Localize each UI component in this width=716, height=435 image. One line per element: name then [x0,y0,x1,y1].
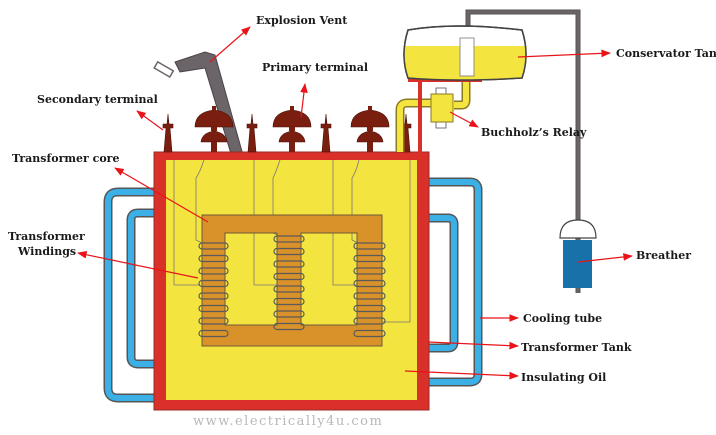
winding-turn [273,247,305,256]
cooling-tubes-right [428,177,483,387]
winding-turn [273,260,305,268]
label-explosion-vent: Explosion Vent [256,14,348,27]
winding-turn [198,267,229,275]
secondary-terminal-icon [246,113,258,153]
winding-turn [353,267,386,275]
label-insulating-oil: Insulating Oil [521,371,606,384]
winding-turn [198,317,229,325]
label-conservator-tank: Conservator Tank [616,47,716,60]
secondary-terminal-icon [320,113,332,153]
secondary-terminal-icon [162,113,174,153]
label-breather: Breather [636,249,691,262]
label-cooling-tube: Cooling tube [523,312,602,325]
winding-turn [353,317,386,325]
label-transformer-tank: Transformer Tank [521,341,632,354]
label-secondary-terminal: Secondary terminal [37,93,158,106]
label-transformer-windings-2: Windings [17,245,76,258]
winding-turn [353,279,386,288]
winding-turn [198,279,229,288]
terminals [162,106,412,153]
winding-turn [198,242,229,250]
cooling-tubes-left [103,187,155,403]
label-transformer-core: Transformer core [12,152,119,165]
winding-turn [353,304,386,313]
winding-turn [198,304,229,313]
primary-bushing-icon [194,106,234,152]
winding-turn [353,242,386,250]
label-transformer-windings-1: Transformer [8,230,85,243]
winding-turn [273,285,305,293]
winding-turn [198,292,229,300]
transformer-windings [198,235,386,338]
label-primary-terminal: Primary terminal [262,61,368,74]
watermark: www.electrically4u.com [193,414,383,429]
winding-turn [273,272,305,281]
winding-turn [273,297,305,306]
primary-bushing-icon [350,106,390,152]
winding-turn [273,235,305,243]
primary-bushing-icon [272,106,312,152]
winding-turn [273,322,305,331]
buchholz-relay [430,87,454,129]
conservator-tank [403,25,527,81]
label-arrows [77,26,633,380]
label-buchholz-relay: Buchholz’s Relay [481,126,587,139]
breather [559,219,597,288]
winding-turn [353,254,386,263]
winding-turn [198,329,229,338]
winding-turn [198,254,229,263]
winding-turn [353,329,386,338]
labels: Explosion Vent Primary terminal Secondar… [8,14,716,384]
winding-turn [353,292,386,300]
winding-turn [273,310,305,318]
transformer-core [201,214,383,347]
